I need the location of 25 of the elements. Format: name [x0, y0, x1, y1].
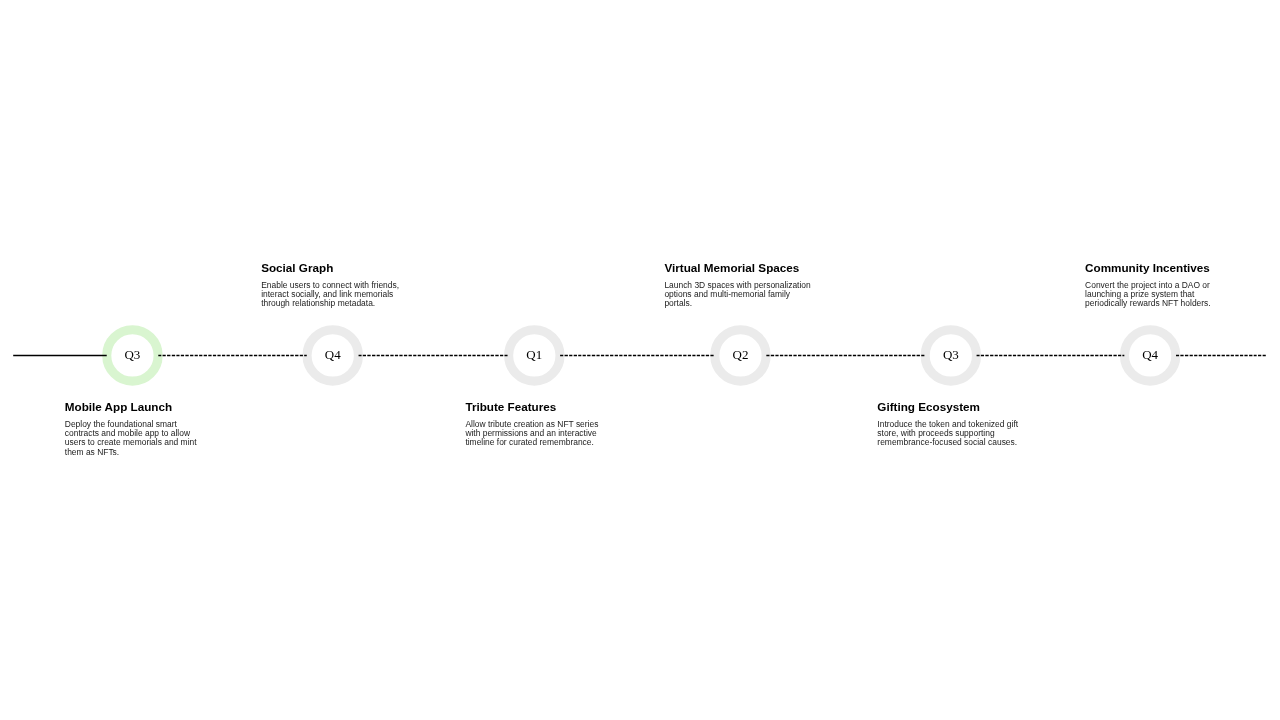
- node-circle: Q4: [302, 325, 363, 386]
- node-circle: Q4: [1119, 325, 1181, 386]
- connector: [12, 354, 108, 357]
- connector: [765, 354, 926, 357]
- node-circle: Q1: [504, 325, 565, 386]
- node-label: Deploy the foundational smart contracts and mobile app to allow users to create memorials and mint them as NFTs.: [64, 419, 197, 457]
- node-circle: Q2: [710, 325, 771, 386]
- connector: [975, 354, 1126, 357]
- node-label: Virtual Memorial Spaces: [664, 260, 800, 274]
- node-label: Launch 3D spaces with personalization options and multi-memorial family portals.: [664, 280, 811, 309]
- node-label: Introduce the token and tokenized gift store, with proceeds supporting remembrance-focused social causes.: [877, 419, 1019, 448]
- connector: [157, 354, 308, 357]
- node-label: Gifting Ecosystem: [877, 399, 980, 413]
- connector: [357, 354, 510, 357]
- connector: [559, 354, 716, 357]
- node-label: Enable users to connect with friends, interact socially, and link memorials through relationship metadata.: [261, 280, 400, 309]
- node-label: Tribute Features: [465, 399, 557, 413]
- node-label: Community Incentives: [1085, 260, 1210, 274]
- node-circle: Q3: [920, 325, 982, 386]
- node-label: Allow tribute creation as NFT series with permissions and an interactive timeline for curated remembrance.: [465, 419, 599, 448]
- node-circle: Q3: [102, 325, 163, 386]
- node-label: Convert the project into a DAO or launching a prize system that periodically rewards NFT holders.: [1085, 280, 1211, 309]
- node-label: Social Graph: [261, 260, 334, 274]
- connector: [1175, 354, 1268, 357]
- node-label: Mobile App Launch: [64, 399, 173, 413]
